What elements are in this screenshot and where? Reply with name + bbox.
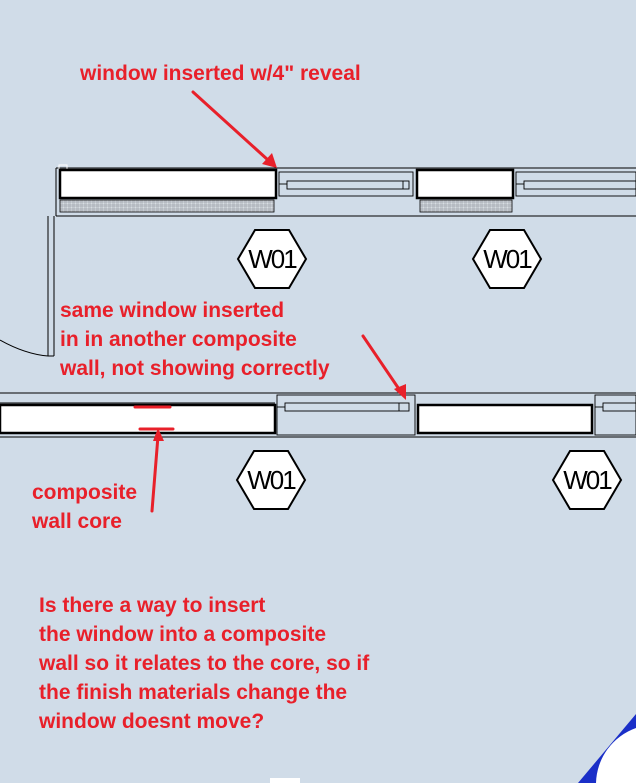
upper-window-1	[58, 168, 278, 200]
upper-glazing-1	[278, 171, 414, 197]
window-tag-label: W01	[483, 244, 532, 274]
upper-glazing-2	[515, 171, 636, 197]
lower-window-1	[0, 403, 277, 435]
window-tag-4[interactable]: W01	[551, 450, 623, 510]
arrow-core	[150, 434, 160, 513]
upper-window-2	[415, 168, 515, 200]
lower-glazing-1	[276, 394, 416, 436]
annotation-arrows	[133, 90, 406, 513]
window-tag-3[interactable]: W01	[235, 450, 307, 510]
window-tag-2[interactable]: W01	[471, 229, 543, 289]
annotation-wrong-display-note: same window inserted in in another compo…	[60, 299, 330, 380]
window-tag-label: W01	[563, 465, 612, 495]
window-tag-label: W01	[248, 244, 297, 274]
arrow-lower-window	[361, 334, 403, 394]
lower-wall	[0, 392, 636, 438]
annotation-core-note: composite wall core	[32, 481, 138, 533]
lower-glazing-2	[594, 394, 636, 436]
upper-wall-finish-hatch-1	[59, 199, 275, 213]
window-tag-1[interactable]: W01	[236, 229, 308, 289]
window-tag-label: W01	[247, 465, 296, 495]
upper-wall	[55, 164, 636, 217]
question-text: Is there a way to insert the window into…	[39, 594, 370, 733]
corner-marker	[270, 714, 636, 783]
lower-window-2	[416, 403, 594, 435]
door-swing	[0, 216, 55, 357]
annotation-reveal-note: window inserted w/4" reveal	[80, 62, 361, 85]
upper-wall-finish-hatch-2	[419, 199, 513, 213]
arrow-reveal	[191, 90, 270, 162]
